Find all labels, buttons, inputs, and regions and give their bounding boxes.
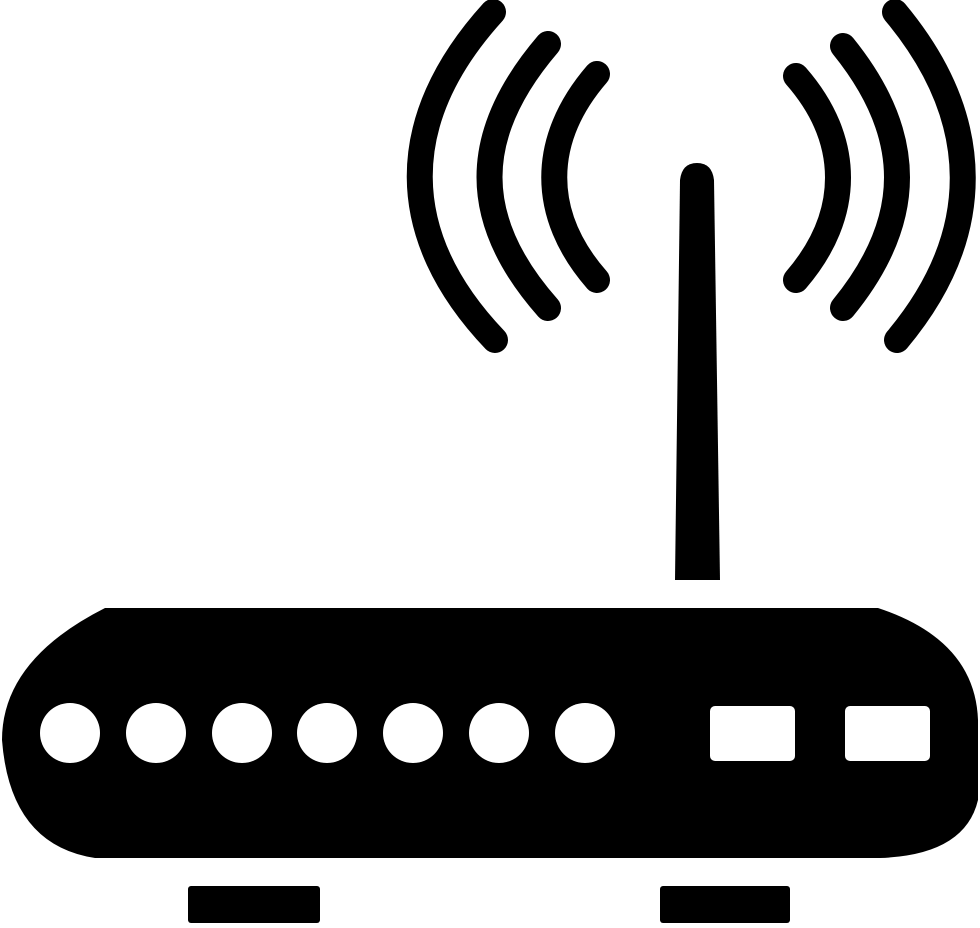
status-leds (40, 703, 615, 763)
feet (188, 886, 790, 923)
ports (710, 706, 930, 761)
antenna (675, 163, 720, 580)
led-7 (555, 703, 615, 763)
foot-left (188, 886, 320, 923)
signal-waves-left (406, 0, 610, 353)
foot-right (660, 886, 790, 923)
port-2 (845, 706, 930, 761)
led-4 (297, 703, 357, 763)
signal-wave-left-inner (541, 61, 610, 293)
signal-wave-right-outer (882, 0, 976, 353)
led-2 (126, 703, 186, 763)
led-3 (212, 703, 272, 763)
led-6 (469, 703, 529, 763)
signal-wave-right-middle (830, 33, 910, 321)
signal-wave-left-outer (406, 0, 508, 353)
signal-wave-right-inner (783, 63, 851, 293)
led-5 (383, 703, 443, 763)
signal-wave-left-middle (476, 31, 561, 321)
signal-waves-right (783, 0, 976, 353)
port-1 (710, 706, 795, 761)
led-1 (40, 703, 100, 763)
